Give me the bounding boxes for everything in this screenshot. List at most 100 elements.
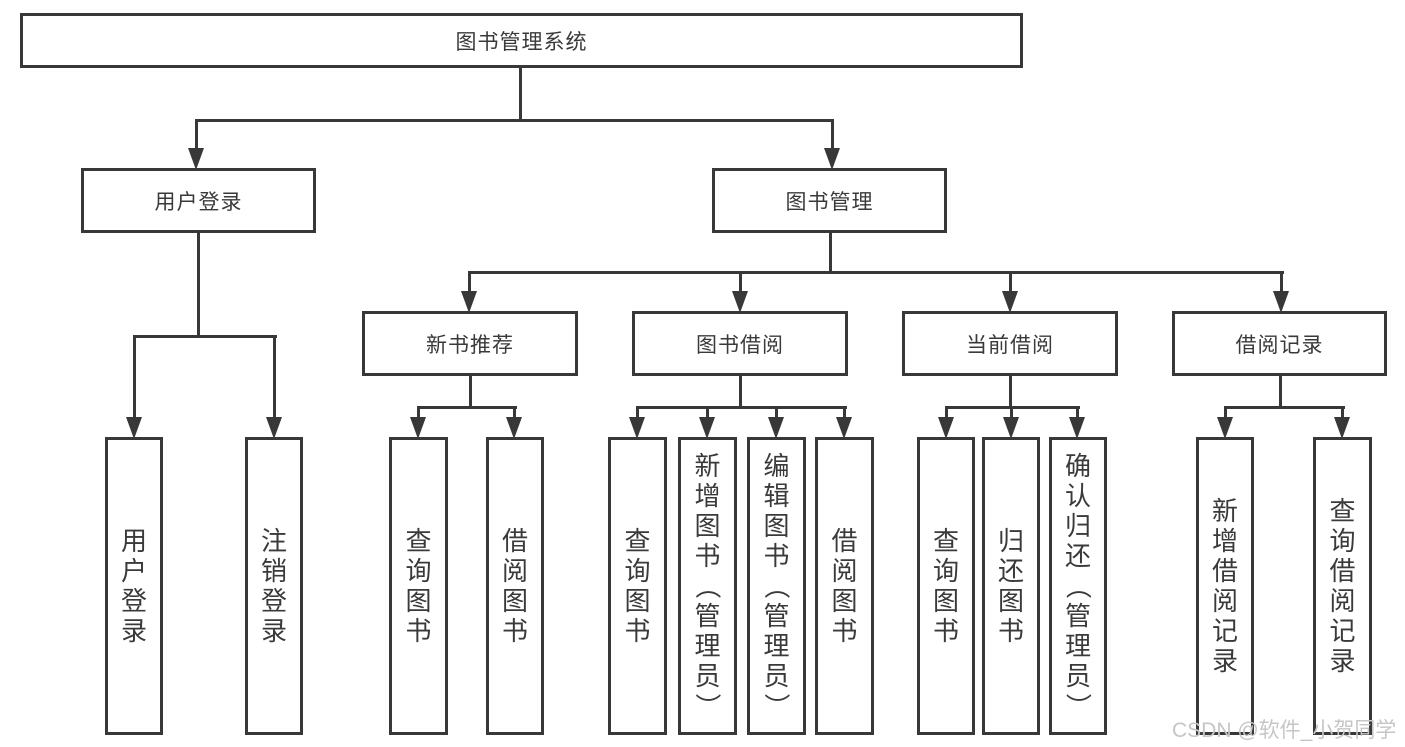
vertical-char: 询	[405, 556, 432, 586]
vertical-char: 阅	[1211, 586, 1238, 616]
connector-line	[1010, 406, 1013, 425]
node-label: 当前借阅	[966, 333, 1054, 357]
leaf-confirm-return-admin: 确认归还（管理员）	[1049, 437, 1107, 735]
vertical-char: 还	[997, 556, 1024, 586]
connector-line	[739, 376, 742, 409]
connector-line	[469, 376, 472, 409]
connector-line	[1076, 406, 1079, 425]
vertical-char: 增	[1211, 526, 1238, 556]
leaf-logout: 注销登录	[245, 437, 303, 735]
leaf-query-books: 查询图书	[917, 437, 975, 735]
connector-line	[273, 335, 276, 425]
vertical-char: 查	[624, 526, 651, 556]
vertical-char: 录	[1329, 646, 1356, 676]
vertical-char: 管	[1064, 601, 1091, 631]
connector-line	[133, 335, 136, 425]
vertical-char: 理	[1064, 631, 1091, 661]
vertical-char: 借	[831, 526, 858, 556]
vertical-char: 图	[932, 586, 959, 616]
arrowhead-down-icon	[1273, 291, 1289, 313]
arrowhead-down-icon	[1334, 417, 1350, 439]
vertical-char: ）	[692, 692, 723, 719]
vertical-char: ）	[761, 692, 792, 719]
arrowhead-down-icon	[1002, 291, 1018, 313]
leaf-return-books: 归还图书	[982, 437, 1040, 735]
vertical-char: 书	[501, 616, 528, 646]
connector-line	[1224, 406, 1227, 425]
leaf-borrow-books: 借阅图书	[815, 437, 874, 735]
vertical-char: 图	[501, 586, 528, 616]
connector-line	[636, 406, 639, 425]
arrowhead-down-icon	[836, 417, 852, 439]
node-label: 图书借阅	[696, 333, 784, 357]
vertical-char: 录	[1211, 646, 1238, 676]
vertical-char: 确	[1064, 451, 1091, 481]
connector-line	[1225, 406, 1345, 409]
node-borrow-records: 借阅记录	[1172, 311, 1387, 376]
node-label: 新书推荐	[426, 333, 514, 357]
vertical-char: 查	[1329, 496, 1356, 526]
node-label: 图书管理	[785, 190, 874, 214]
vertical-char: 阅	[831, 556, 858, 586]
vertical-char: 理	[694, 631, 721, 661]
connector-line	[468, 271, 471, 299]
vertical-char: 图	[694, 511, 721, 541]
connector-line	[1280, 271, 1283, 299]
leaf-add-books-admin: 新增图书（管理员）	[678, 437, 737, 735]
vertical-char: 询	[624, 556, 651, 586]
leaf-query-books: 查询图书	[608, 437, 667, 735]
connector-line	[1279, 374, 1282, 409]
leaf-query-borrow-record: 查询借阅记录	[1313, 437, 1372, 735]
connector-line	[418, 406, 517, 409]
vertical-char: 销	[260, 556, 287, 586]
vertical-char: 书	[694, 541, 721, 571]
vertical-char: 询	[1329, 526, 1356, 556]
connector-line	[1009, 376, 1012, 409]
vertical-char: 认	[1064, 481, 1091, 511]
vertical-char: （	[761, 572, 792, 599]
leaf-user-login: 用户登录	[105, 437, 163, 735]
vertical-char: 用	[120, 526, 147, 556]
connector-line	[831, 119, 834, 156]
vertical-char: 员	[694, 661, 721, 691]
vertical-char: 书	[997, 616, 1024, 646]
vertical-char: 记	[1329, 616, 1356, 646]
arrowhead-down-icon	[266, 417, 282, 439]
vertical-char: 查	[405, 526, 432, 556]
connector-line	[519, 68, 522, 120]
vertical-char: 阅	[501, 556, 528, 586]
connector-line	[829, 233, 832, 274]
vertical-char: 记	[1211, 616, 1238, 646]
vertical-char: 编	[763, 451, 790, 481]
node-new-book-recommend: 新书推荐	[362, 311, 578, 376]
arrowhead-down-icon	[126, 417, 142, 439]
vertical-char: 归	[997, 526, 1024, 556]
arrowhead-down-icon	[699, 417, 715, 439]
arrowhead-down-icon	[1003, 417, 1019, 439]
vertical-char: （	[692, 572, 723, 599]
vertical-char: 增	[694, 481, 721, 511]
vertical-char: 员	[763, 661, 790, 691]
connector-line	[417, 406, 420, 425]
vertical-char: 管	[763, 601, 790, 631]
arrowhead-down-icon	[938, 417, 954, 439]
vertical-char: 书	[932, 616, 959, 646]
vertical-char: 询	[932, 556, 959, 586]
vertical-char: 录	[260, 616, 287, 646]
vertical-char: 录	[120, 616, 147, 646]
vertical-char: 借	[1329, 556, 1356, 586]
vertical-char: 户	[120, 556, 147, 586]
arrowhead-down-icon	[732, 291, 748, 313]
arrowhead-down-icon	[824, 148, 840, 170]
node-current-borrowing: 当前借阅	[902, 311, 1118, 376]
vertical-char: 图	[831, 586, 858, 616]
leaf-edit-books-admin: 编辑图书（管理员）	[747, 437, 806, 735]
arrowhead-down-icon	[188, 148, 204, 170]
node-label: 借阅记录	[1235, 333, 1324, 357]
vertical-char: 图	[405, 586, 432, 616]
vertical-char: 借	[501, 526, 528, 556]
connector-line	[946, 406, 1080, 409]
vertical-char: 还	[1064, 541, 1091, 571]
node-book-management: 图书管理	[712, 168, 947, 233]
